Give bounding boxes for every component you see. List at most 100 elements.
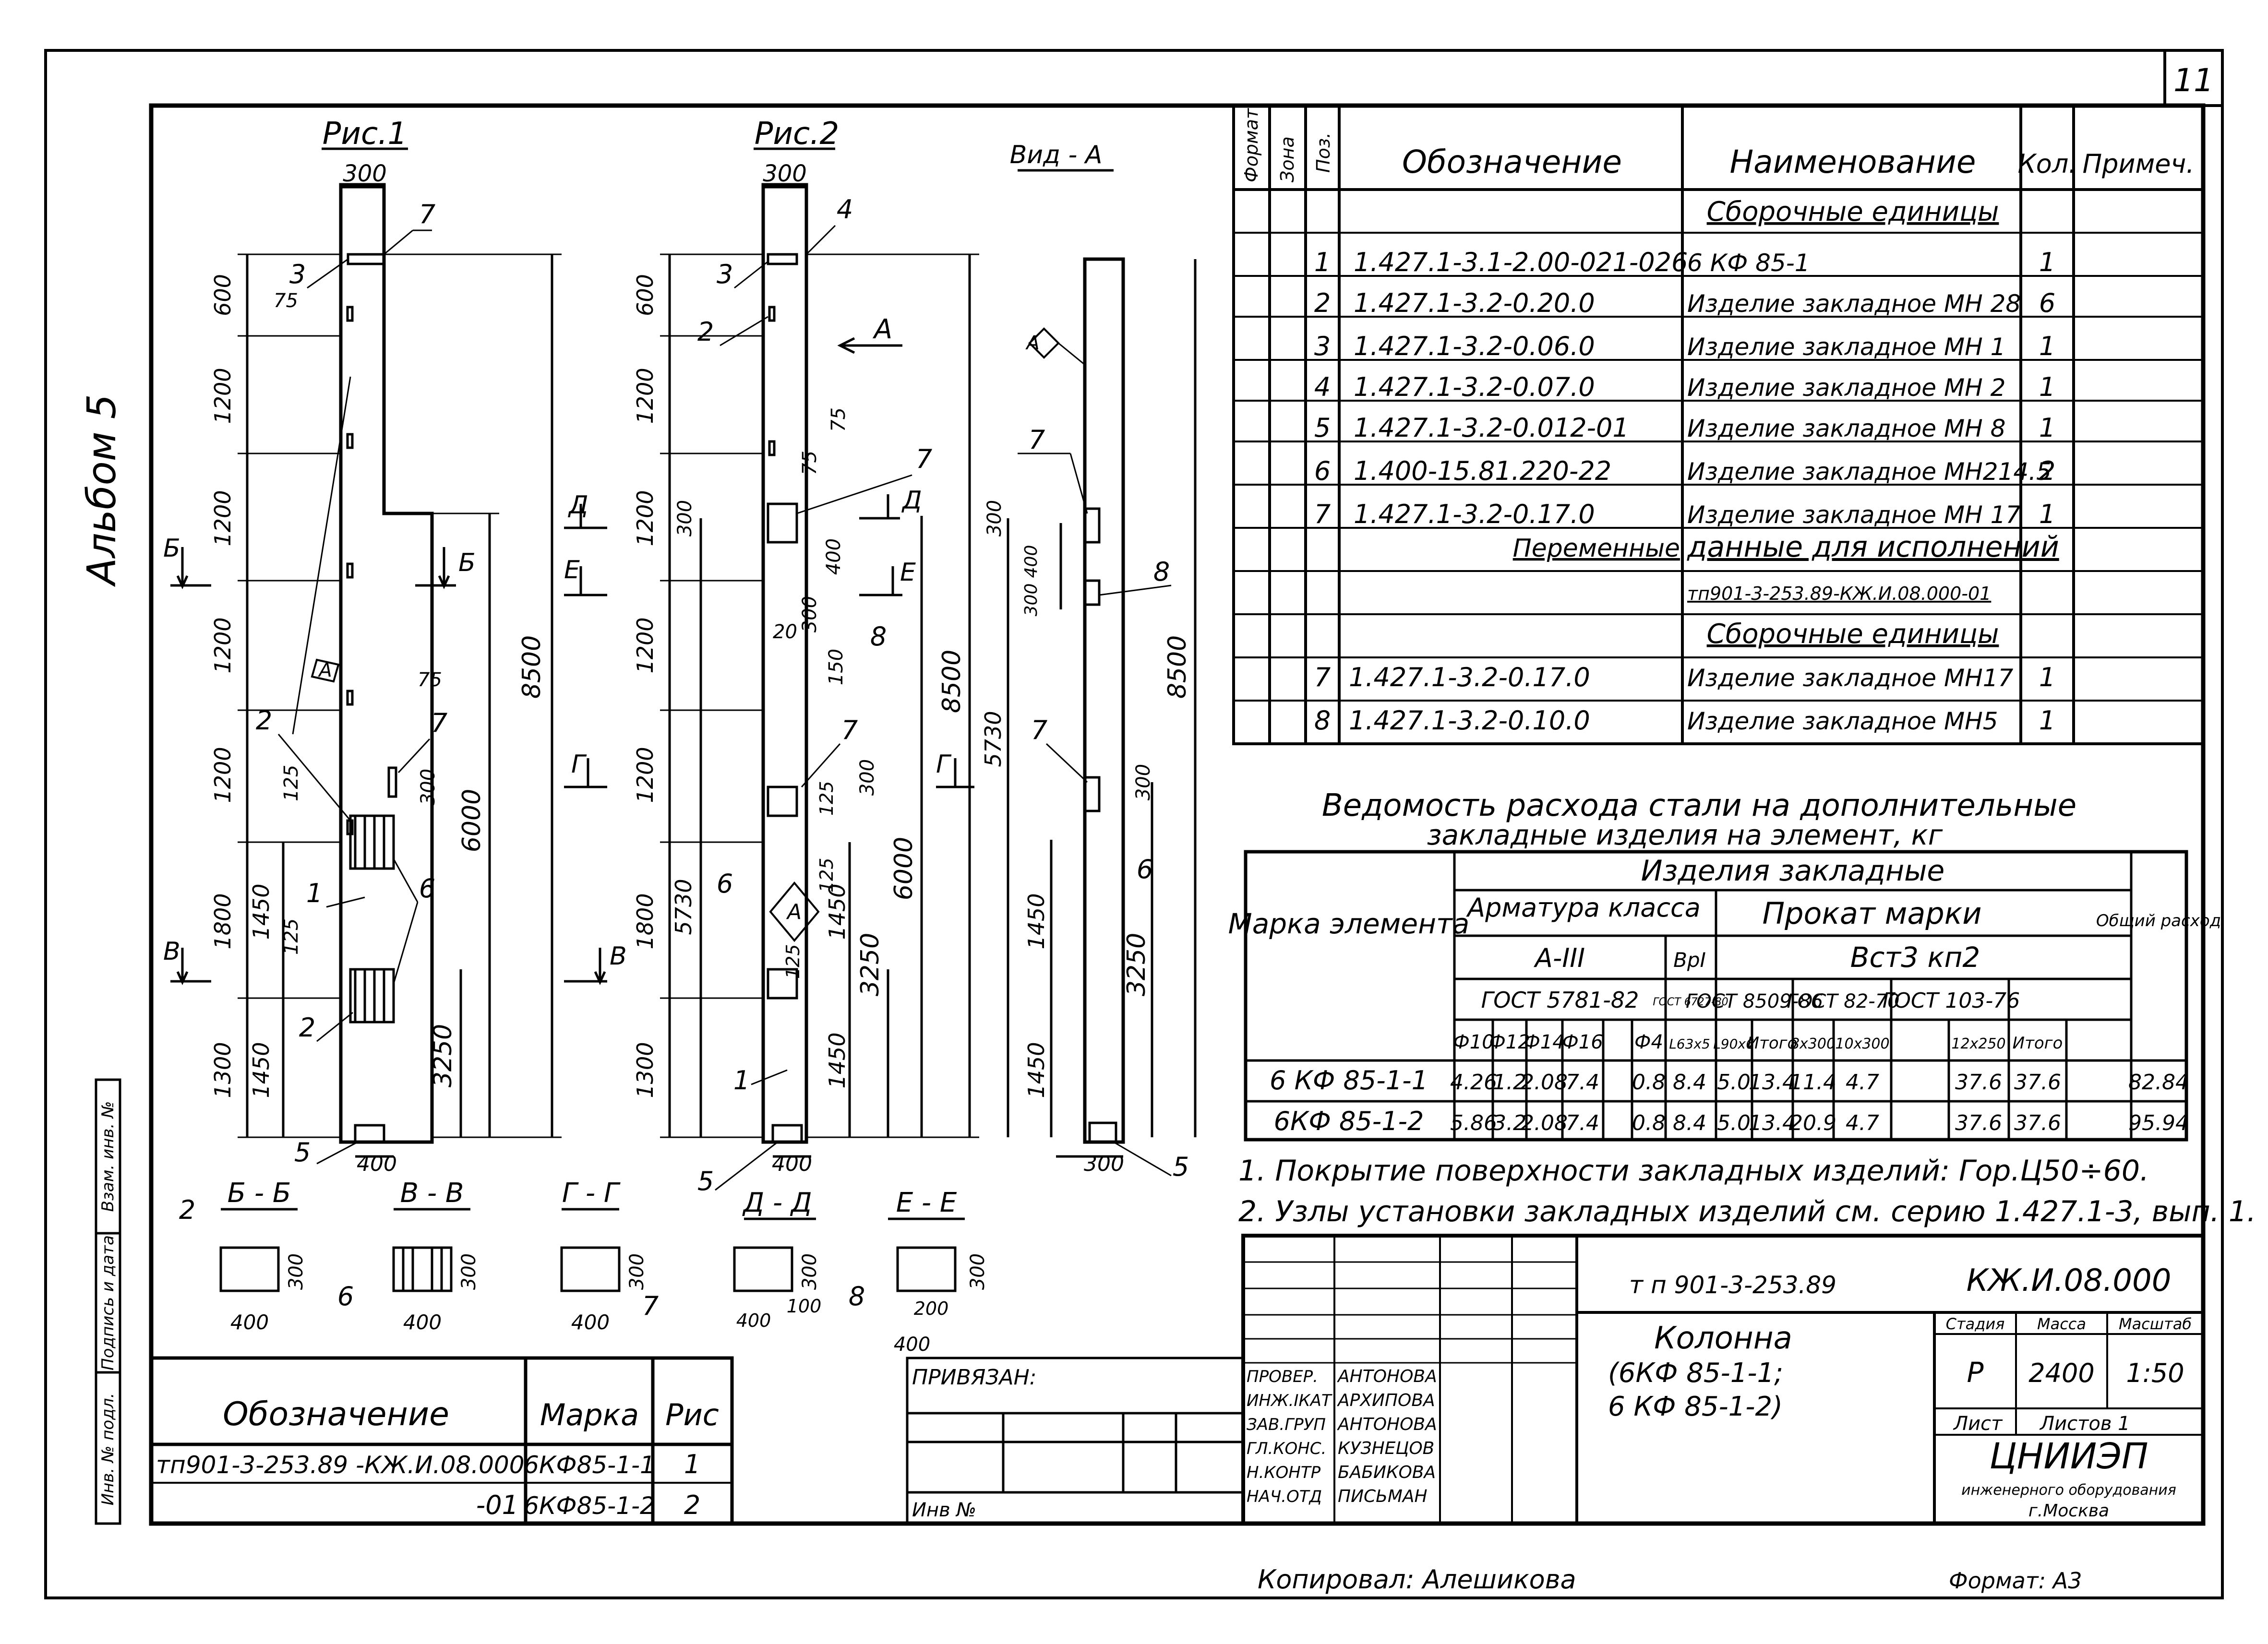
steel-h-prokat: Прокат марки: [1762, 896, 1981, 931]
cut-g-left: Г: [571, 750, 587, 779]
fig1-dim-1200b: 1200: [210, 490, 236, 546]
fig1-dim-1200c: 1200: [210, 617, 236, 673]
side-stamp: Инв. № подл. Подпись и дата Взам. инв. №: [95, 1078, 121, 1525]
side-stamp-sign: Подпись и дата: [98, 1235, 118, 1370]
stamp-sheets-h: Листов 1: [2039, 1413, 2130, 1435]
spec-h-designation: Обозначение: [1402, 143, 1622, 180]
spec-row-pos: 6: [1314, 456, 1331, 486]
fig2-pos-4: 4: [837, 194, 853, 225]
stamp-sheet-h: Лист: [1953, 1413, 2003, 1435]
spec-section-2: Сборочные единицы: [1707, 619, 1999, 650]
steel-row-value: 5.86: [1450, 1111, 1497, 1135]
steel-h-gost1: ГОСТ 5781-82: [1481, 987, 1639, 1013]
fig1-title: Рис.1: [323, 116, 407, 152]
fig2-dim-150: 150: [825, 649, 847, 685]
stamp-scale-h: Масштаб: [2119, 1315, 2192, 1333]
steel-row-value: 13.4: [1749, 1111, 1796, 1135]
steel-row-value: 37.6: [2014, 1070, 2061, 1095]
album-label: Альбом 5: [79, 394, 125, 587]
section-bb-title: Б - Б: [228, 1178, 291, 1209]
stamp-org-2: инженерного оборудования: [1961, 1482, 2176, 1499]
section-vv: [392, 1246, 453, 1292]
steel-row-total: 95.94: [2128, 1111, 2189, 1135]
stamp-code: КЖ.И.08.000: [1967, 1263, 2172, 1299]
spec-row-designation: 1.427.1-3.2-0.07.0: [1354, 372, 1595, 402]
spec-row-pos: 5: [1314, 413, 1331, 443]
stamp-stage: Р: [1967, 1356, 1984, 1389]
marks-table: Обозначение Марка Рис тп901-3-253.89 -КЖ…: [149, 1356, 734, 1525]
section-gg-w: 400: [571, 1310, 610, 1334]
stamp-person-role: ИНЖ.IКАТ: [1247, 1391, 1332, 1410]
fig1-dim-125b: 125: [280, 918, 302, 955]
spec-h-name: Наименование: [1730, 143, 1976, 180]
spec-variant-code: тп901-3-253.89-КЖ.И.08.000-01: [1687, 583, 1991, 604]
stamp-person-role: Н.КОНТР: [1247, 1463, 1321, 1482]
fig1-dim-75b: 75: [418, 669, 442, 691]
fig1-pos-2b: 2: [299, 1013, 315, 1043]
stamp-mass: 2400: [2028, 1358, 2094, 1388]
steel-title-2: закладные изделия на элемент, кг: [1427, 819, 1943, 851]
privyazan-label: ПРИВЯЗАН:: [912, 1365, 1037, 1390]
view-a-mark: А: [1025, 332, 1039, 354]
view-dim-400: 400: [1021, 545, 1041, 578]
stamp-person-role: ГЛ.КОНС.: [1247, 1439, 1326, 1458]
spec-row2-name: Изделие закладное МН17: [1687, 664, 2014, 692]
spec-variable: Переменные данные для исполнений тп901-3…: [1513, 530, 2059, 650]
fig1-dim-1300: 1300: [210, 1042, 236, 1098]
steel-row-value: 0.8: [1632, 1111, 1666, 1135]
steel-h-vr: ВрI: [1673, 948, 1706, 972]
steel-row-value: 3.2: [1493, 1111, 1526, 1135]
stamp-person-role: ПРОВЕР.: [1247, 1367, 1318, 1386]
side-stamp-inv: Инв. № подл.: [98, 1393, 118, 1506]
spec-h-zone: Зона: [1277, 136, 1298, 182]
stamp-person-name: ПИСЬМАН: [1338, 1487, 1428, 1506]
section-gg-pos: 7: [642, 1291, 659, 1321]
fig2-pos-7b: 7: [841, 715, 858, 745]
fig2-dim-400b: 400: [772, 1152, 812, 1176]
fig1-dim-1200d: 1200: [210, 747, 236, 803]
spec-row-name: Изделие закладное МН 28: [1687, 290, 2021, 318]
section-bb-w: 400: [230, 1310, 269, 1334]
fig2-pos-1: 1: [733, 1065, 750, 1096]
steel-h-vst: Вст3 кп2: [1850, 941, 1980, 974]
spec-row-qty: 1: [2039, 499, 2055, 529]
note-1: 1. Покрытие поверхности закладных издели…: [1238, 1154, 2149, 1188]
spec-row-pos: 3: [1314, 331, 1331, 361]
marks-row1-mark: 6КФ85-1-1: [524, 1451, 655, 1479]
marks-h-des: Обозначение: [223, 1395, 449, 1433]
spec-h-format: Формат: [1241, 107, 1262, 182]
footer-copied: Копировал: Алешикова: [1258, 1564, 1576, 1595]
steel-row-mark: 6 КФ 85-1-1: [1270, 1065, 1428, 1096]
steel-row-value: 2.08: [1521, 1111, 1568, 1135]
view-dim-300b: 300: [1021, 584, 1041, 617]
steel-row-value: 8.4: [1673, 1070, 1706, 1095]
marks-row1-des: тп901-3-253.89 -КЖ.И.08.000: [156, 1451, 525, 1479]
stamp-person-name: КУЗНЕЦОВ: [1338, 1439, 1434, 1458]
fig2-dim-1200a: 1200: [632, 368, 658, 424]
spec-section-1: Сборочные единицы: [1707, 196, 1999, 227]
section-ee: [896, 1246, 957, 1292]
note-2: 2. Узлы установки закладных изделий см. …: [1238, 1195, 2256, 1228]
fig2-dim-1800: 1800: [632, 893, 658, 949]
fig1-pos-3: 3: [289, 259, 306, 289]
fig1-pos-4: 7: [419, 199, 435, 229]
stamp-title-1: Колонна: [1654, 1321, 1792, 1356]
steel-row-value: 7.4: [1566, 1070, 1599, 1095]
spec-variable-a: Переменные: [1513, 534, 1680, 563]
view-a: Вид - А А 300 400 300 5730 1450 1450 300…: [980, 141, 1197, 1182]
spec-row-name: Изделие закладное МН 17: [1687, 501, 2021, 529]
view-pos-5: 5: [1173, 1152, 1189, 1182]
figure-1: Рис.1 300 600 1200 1200 1200 1200 1800: [210, 116, 562, 1176]
section-vv-h: 300: [458, 1253, 480, 1290]
stamp-project: т п 901-3-253.89: [1629, 1271, 1836, 1299]
cut-v-left: В: [163, 937, 180, 966]
steel-row-value: 4.26: [1450, 1070, 1497, 1095]
fig2-dim-3250: 3250: [856, 933, 885, 996]
fig2-dim-1300: 1300: [632, 1042, 658, 1098]
view-dim-5730: 5730: [980, 711, 1006, 767]
steel-sub-7: Итого: [1747, 1034, 1798, 1053]
spec-row-qty: 1: [2039, 331, 2055, 361]
fig1-dim-400: 400: [357, 1152, 397, 1176]
